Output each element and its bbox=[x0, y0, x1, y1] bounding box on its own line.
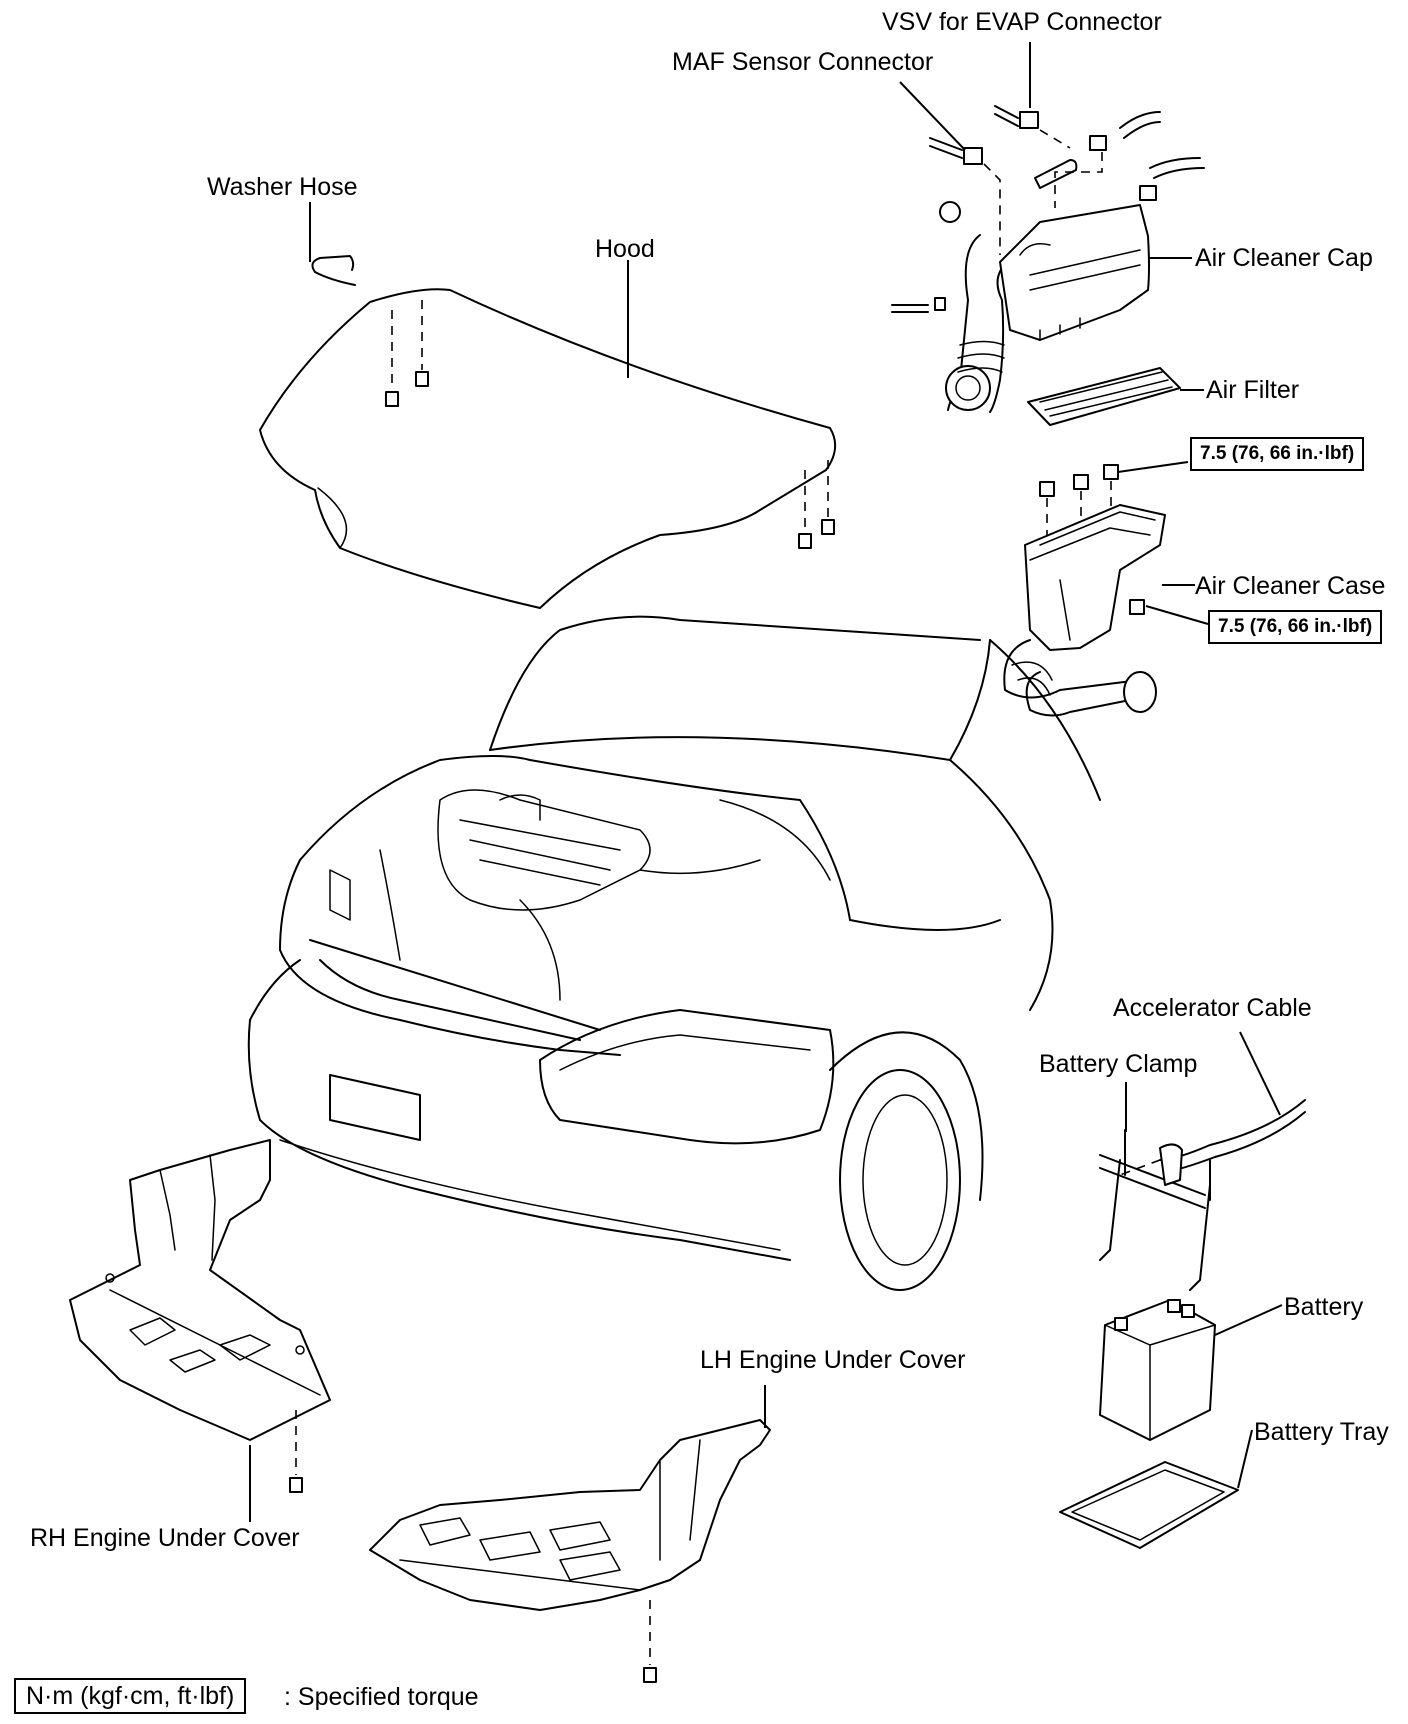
label-accelerator-cable: Accelerator Cable bbox=[1113, 994, 1312, 1022]
label-air-cleaner-cap: Air Cleaner Cap bbox=[1195, 244, 1373, 272]
label-air-filter: Air Filter bbox=[1206, 376, 1300, 404]
label-battery: Battery bbox=[1284, 1293, 1364, 1321]
label-hood: Hood bbox=[595, 235, 655, 263]
lh-engine-under-cover bbox=[369, 1385, 771, 1683]
rh-engine-under-cover bbox=[69, 1139, 331, 1493]
label-lh-engine-under-cover: LH Engine Under Cover bbox=[700, 1346, 966, 1374]
label-battery-tray: Battery Tray bbox=[1254, 1418, 1389, 1446]
label-washer-hose: Washer Hose bbox=[207, 173, 358, 201]
torque-spec-case-bolt: 7.5 (76, 66 in.·lbf) bbox=[1208, 610, 1383, 644]
hood-panel bbox=[259, 255, 837, 609]
torque-spec-cap-bolt: 7.5 (76, 66 in.·lbf) bbox=[1190, 437, 1365, 471]
label-air-cleaner-case: Air Cleaner Case bbox=[1195, 572, 1386, 600]
label-maf-sensor-connector: MAF Sensor Connector bbox=[672, 48, 934, 76]
label-rh-engine-under-cover: RH Engine Under Cover bbox=[30, 1524, 300, 1552]
battery-assembly bbox=[1059, 1099, 1306, 1549]
leader-lines bbox=[249, 42, 1283, 1522]
label-vsv-evap-connector: VSV for EVAP Connector bbox=[882, 8, 1162, 36]
label-battery-clamp: Battery Clamp bbox=[1039, 1050, 1198, 1078]
air-cleaner-assembly bbox=[891, 105, 1205, 717]
torque-legend-unit-box: N·m (kgf·cm, ft·lbf) bbox=[14, 1678, 247, 1714]
torque-legend-description: : Specified torque bbox=[284, 1683, 479, 1711]
vehicle-front bbox=[247, 615, 1101, 1291]
